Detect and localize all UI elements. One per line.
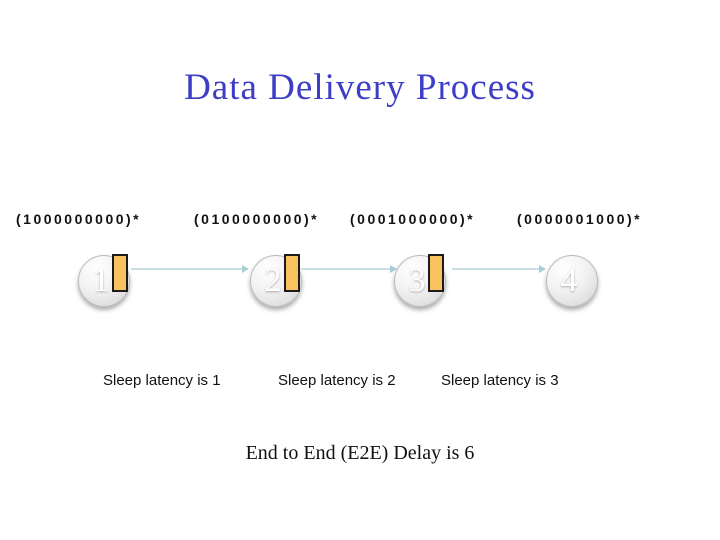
arrowhead-icon xyxy=(390,265,397,273)
packet-buffer-icon xyxy=(112,254,128,292)
packet-buffer-icon xyxy=(284,254,300,292)
connector-line-2-3 xyxy=(301,268,390,270)
node-circle-4: 4 xyxy=(546,255,598,307)
sleep-latency-label-2: Sleep latency is 2 xyxy=(278,372,396,389)
node-number: 3 xyxy=(408,262,426,299)
e2e-delay-label: End to End (E2E) Delay is 6 xyxy=(245,442,475,464)
sleep-latency-label-1: Sleep latency is 1 xyxy=(103,372,221,389)
sleep-latency-label-3: Sleep latency is 3 xyxy=(441,372,559,389)
connector-line-1-2 xyxy=(131,268,242,270)
slide-title: Data Delivery Process xyxy=(184,67,536,108)
duty-cycle-pattern-2: (0100000000)* xyxy=(194,211,320,227)
arrowhead-icon xyxy=(242,265,249,273)
node-number: 2 xyxy=(264,262,282,299)
node-number: 1 xyxy=(92,262,110,299)
duty-cycle-pattern-3: (0001000000)* xyxy=(350,211,476,227)
packet-buffer-icon xyxy=(428,254,444,292)
duty-cycle-pattern-4: (0000001000)* xyxy=(517,211,643,227)
node-number: 4 xyxy=(560,262,578,299)
arrowhead-icon xyxy=(539,265,546,273)
duty-cycle-pattern-1: (1000000000)* xyxy=(16,211,142,227)
connector-line-3-4 xyxy=(452,268,539,270)
